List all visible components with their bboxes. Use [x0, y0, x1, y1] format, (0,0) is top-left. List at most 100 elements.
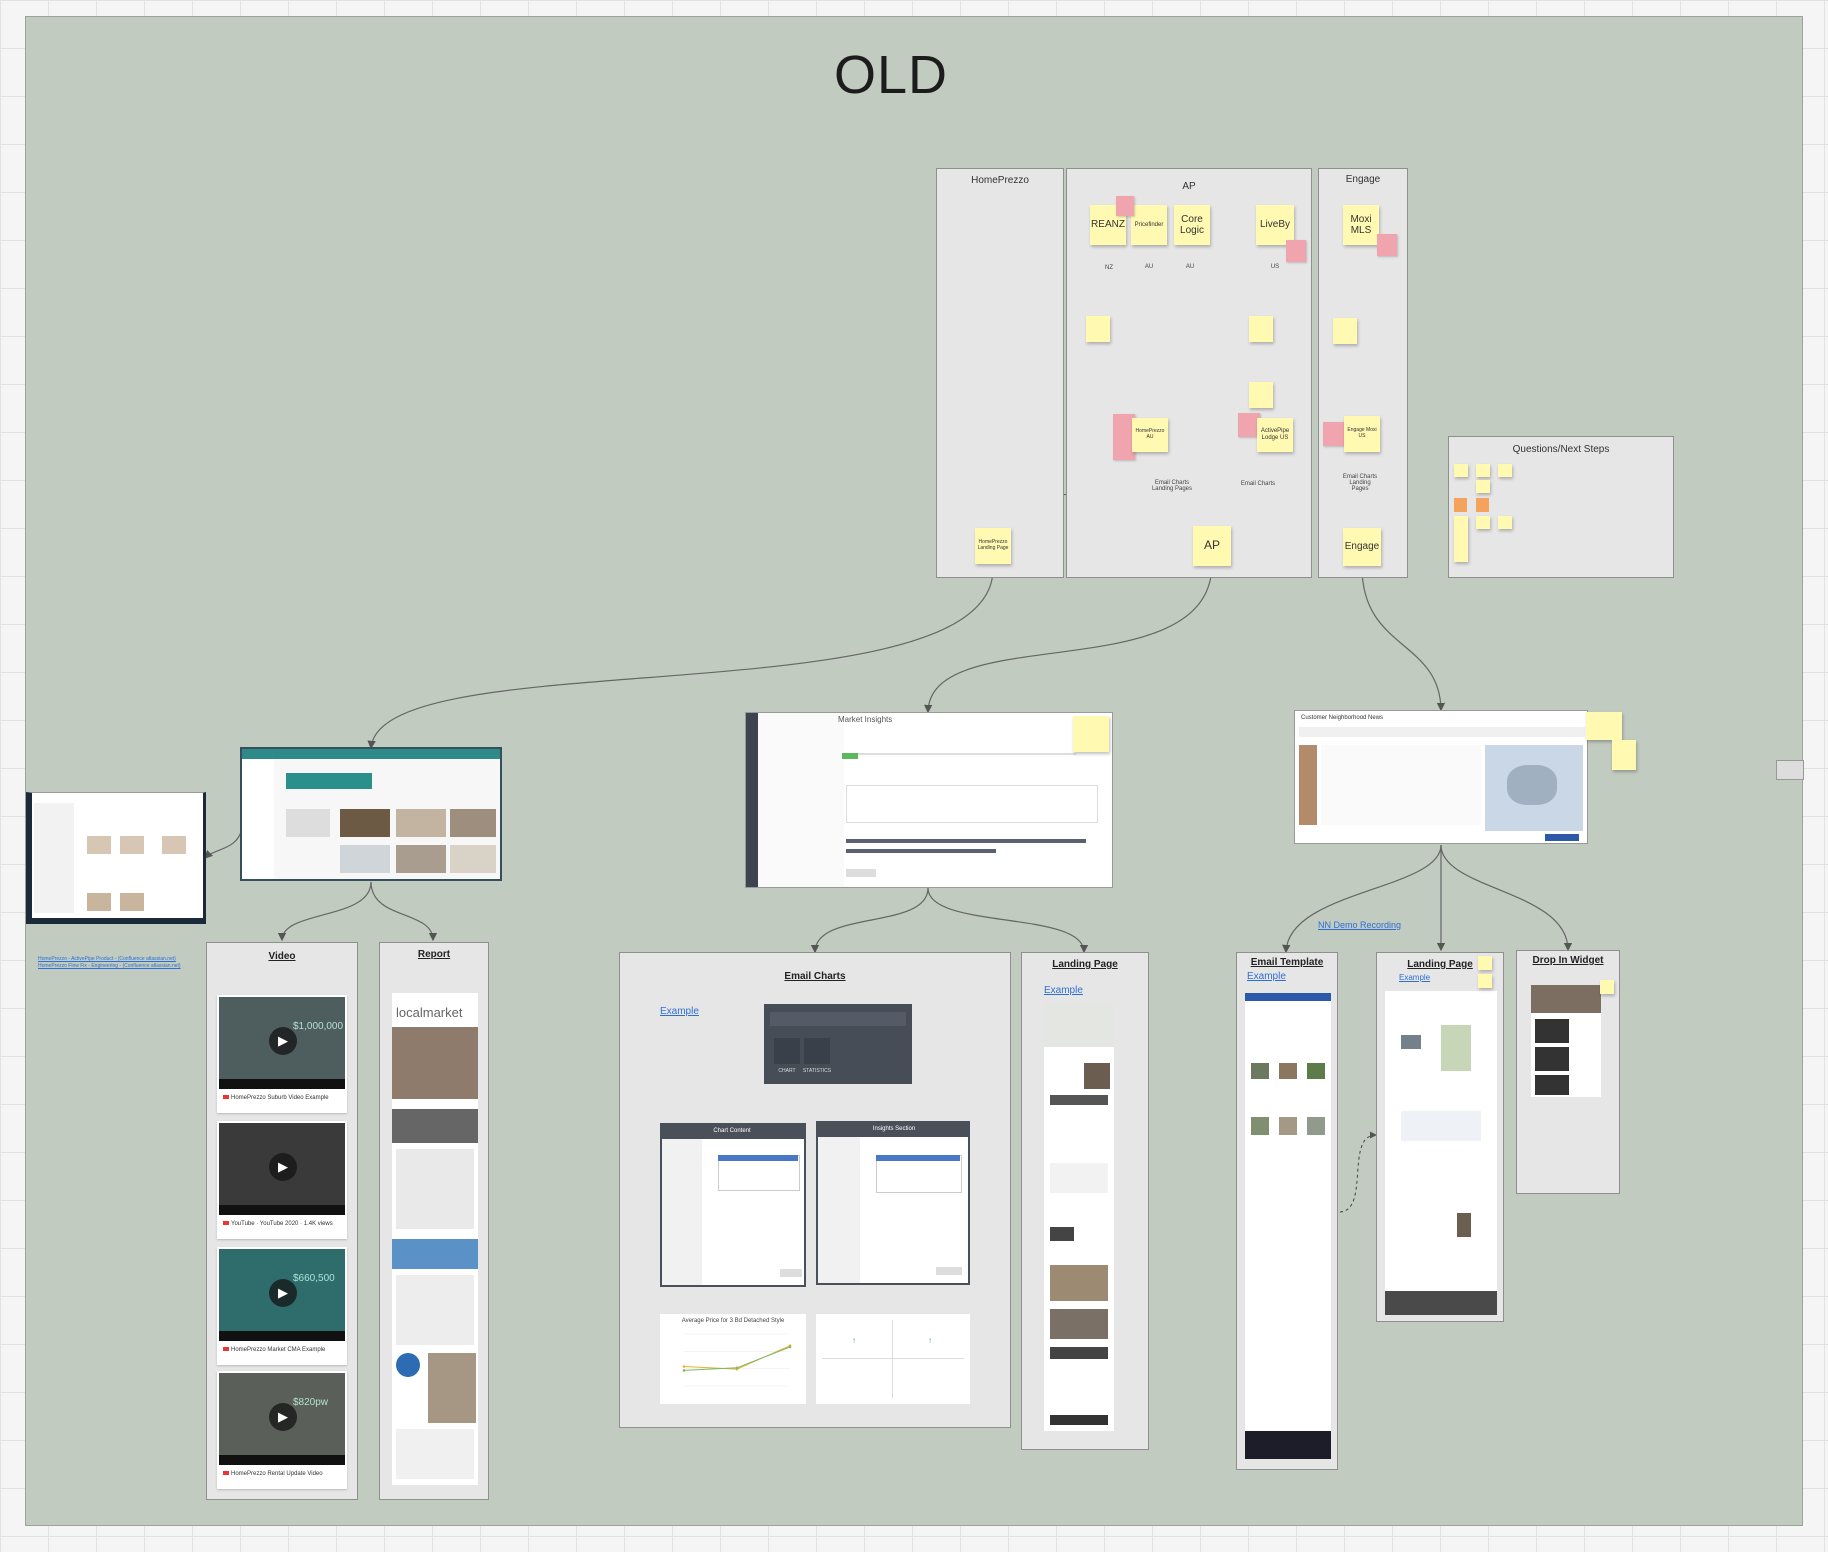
video-card-2[interactable]: ▶ YouTube · YouTube 2020 · 1.4K views [217, 1121, 347, 1239]
frame-drop-in-widget-title: Drop In Widget [1532, 955, 1604, 966]
q-sticky-2 [1476, 464, 1490, 477]
video-card-3[interactable]: ▶ $660,500 HomePrezzo Market CMA Example [217, 1247, 347, 1365]
link-hp-confluence-2[interactable]: HomePrezzo Flow Fix - Engineering - (Con… [38, 963, 181, 969]
video-price-1: $1,000,000 [293, 1021, 344, 1032]
chart-series-line-0 [683, 1345, 791, 1370]
pink-flag-hp [1113, 414, 1135, 460]
edge-hp-video [277, 881, 372, 942]
link-example-email-template[interactable]: Example [1247, 971, 1286, 982]
q-sticky-4 [1476, 480, 1490, 493]
email-template-preview[interactable] [1245, 993, 1331, 1459]
sticky-landing-engage-1 [1478, 956, 1492, 970]
frame-email-template[interactable]: Email Template Example [1236, 952, 1338, 1470]
node-hp-au[interactable]: HomePrezzo AU [1132, 418, 1168, 452]
sticky-widget [1600, 980, 1614, 994]
edge-label-email-charts: Email Charts [1240, 481, 1276, 487]
email-chart-right-panel[interactable]: Insights Section [816, 1121, 970, 1285]
sticky-moxi[interactable]: Moxi MLS [1343, 205, 1379, 245]
frame-drop-in-widget[interactable]: Drop In Widget [1516, 950, 1620, 1194]
link-example-email-charts[interactable]: Example [660, 1006, 699, 1017]
frame-homeprezzo-title: HomePrezzo [971, 175, 1029, 186]
video-card-4[interactable]: ▶ $820pw HomePrezzo Rental Update Video [217, 1371, 347, 1489]
email-statistics[interactable]: ↑ ↑ [816, 1314, 970, 1404]
sticky-engage-note [1333, 318, 1357, 344]
screen-hp-main[interactable] [240, 747, 502, 881]
edge-label-nz: NZ [1105, 265, 1113, 271]
edge-hp-report [370, 881, 438, 942]
video-caption-2: YouTube · YouTube 2020 · 1.4K views [223, 1221, 333, 1227]
edge-label-au2: AU [1185, 264, 1195, 270]
frame-video-title: Video [268, 951, 296, 962]
frame-email-charts-title: Email Charts [784, 971, 846, 982]
frame-landing-engage[interactable]: Landing Page Example [1376, 952, 1504, 1322]
frame-report-title: Report [417, 949, 451, 960]
q-orange-1 [1454, 498, 1467, 512]
node-hp-landing[interactable]: HomePrezzo Landing Page [975, 528, 1011, 564]
play-icon[interactable]: ▶ [269, 1403, 297, 1431]
edge-stub [1776, 760, 1804, 780]
market-insights-title: Market Insights [838, 715, 893, 724]
sticky-corelogic[interactable]: Core Logic [1174, 205, 1210, 245]
sticky-news-note2 [1612, 740, 1636, 770]
video-card-1[interactable]: ▶ $1,000,000 HomePrezzo Suburb Video Exa… [217, 995, 347, 1113]
video-caption-4: HomePrezzo Rental Update Video [223, 1471, 323, 1477]
sticky-news-note1 [1586, 712, 1622, 740]
screen-hp-back[interactable] [26, 792, 206, 924]
stat-arrow-icon: ↑ [852, 1336, 856, 1345]
chart-point-1-2 [788, 1345, 792, 1349]
link-hp-confluence-1[interactable]: HomePrezzo - ActivePipe Product - (Confl… [38, 956, 176, 962]
pink-flag-engage [1323, 422, 1345, 446]
edge-label-email-landing-ap: Email Charts Landing Pages [1151, 480, 1193, 492]
frame-landing-ap[interactable]: Landing Page Example [1021, 952, 1149, 1450]
frame-landing-ap-title: Landing Page [1052, 959, 1118, 970]
sticky-pricefinder[interactable]: Pricefinder [1131, 205, 1167, 245]
pink-flag-reanz [1116, 196, 1134, 216]
play-icon[interactable]: ▶ [269, 1027, 297, 1055]
edge-news-emailtemplate [1282, 844, 1442, 954]
node-engage-us[interactable]: Engage Moxi US [1344, 416, 1380, 452]
q-orange-2 [1476, 498, 1489, 512]
frame-homeprezzo[interactable]: HomePrezzo [936, 168, 1064, 578]
edge-hp-screen-back [204, 827, 243, 859]
link-example-landing-ap[interactable]: Example [1044, 985, 1083, 996]
play-icon[interactable]: ▶ [269, 1279, 297, 1307]
video-caption-1: HomePrezzo Suburb Video Example [223, 1095, 329, 1101]
email-chart-selector[interactable]: CHART STATISTICS [764, 1004, 912, 1084]
stat-arrow-icon: ↑ [928, 1336, 932, 1345]
chart-button-chart[interactable]: CHART [778, 1068, 796, 1074]
edge-engage-neighborhood [1361, 566, 1446, 712]
screen-market-insights[interactable]: Market Insights [745, 712, 1113, 888]
landing-ap-preview[interactable] [1044, 1003, 1114, 1431]
landing-engage-preview[interactable] [1385, 991, 1497, 1315]
line-chart-svg [682, 1333, 792, 1387]
email-line-chart[interactable]: Average Price for 3 Bd Detached Style [660, 1314, 806, 1404]
frame-landing-engage-title: Landing Page [1407, 959, 1473, 970]
node-ap-lodge-us[interactable]: ActivePipe Lodge US [1257, 418, 1293, 452]
sticky-liveby[interactable]: LiveBy [1256, 205, 1294, 245]
frame-report[interactable]: Report localmarket [379, 942, 489, 1500]
report-preview[interactable]: localmarket [392, 993, 478, 1485]
video-price-4: $820pw [293, 1397, 329, 1408]
frame-ap-title: AP [1182, 181, 1196, 192]
link-example-landing-engage[interactable]: Example [1399, 973, 1431, 982]
video-price-3: $660,500 [293, 1273, 335, 1284]
edge-label-us: US [1270, 264, 1280, 270]
report-brand: localmarket [396, 1005, 463, 1020]
email-chart-left-panel[interactable]: Chart Content [660, 1123, 806, 1287]
link-nn-demo[interactable]: NN Demo Recording [1318, 920, 1402, 930]
screen-neighborhood-news[interactable]: Customer Neighborhood News [1294, 710, 1588, 844]
node-ap-out[interactable]: AP [1193, 526, 1231, 566]
frame-email-template-title: Email Template [1250, 957, 1324, 968]
pink-flag-lodge [1238, 413, 1260, 437]
chart-button-statistics[interactable]: STATISTICS [802, 1068, 832, 1074]
widget-preview[interactable] [1531, 985, 1601, 1097]
frame-questions-title: Questions/Next Steps [1512, 444, 1610, 455]
sticky-ap-note3 [1249, 382, 1273, 408]
chart-point-1-1 [735, 1366, 739, 1370]
edge-label-email-landing-engage: Email Charts Landing Pages [1342, 474, 1378, 492]
node-engage-out[interactable]: Engage [1343, 528, 1381, 566]
edge-news-widget [1440, 844, 1573, 952]
play-icon[interactable]: ▶ [269, 1153, 297, 1181]
right-panel-title: Insights Section [872, 1126, 916, 1132]
frame-video[interactable]: Video ▶ $1,000,000 HomePrezzo Suburb Vid… [206, 942, 358, 1500]
